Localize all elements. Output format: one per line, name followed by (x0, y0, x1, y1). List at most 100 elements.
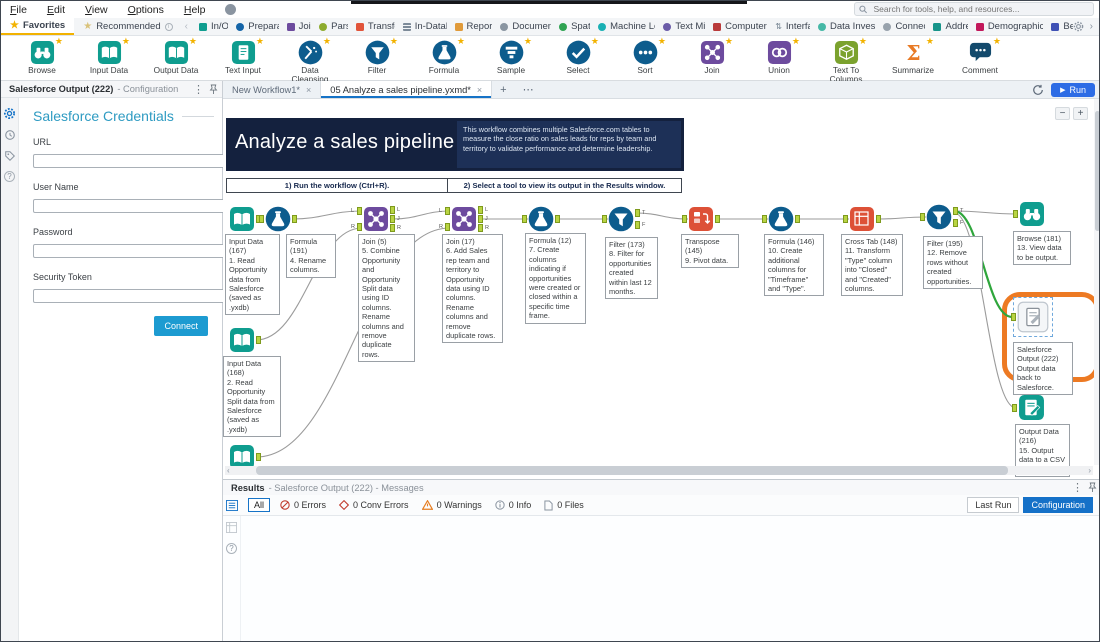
ribbon-scroll-right-icon[interactable]: › (1089, 21, 1093, 32)
output-anchor[interactable] (478, 205, 483, 214)
filter-0-files[interactable]: 0 Files (544, 500, 584, 511)
ribbon-category-address[interactable]: Address (925, 18, 968, 35)
palette-tool-summarize[interactable]: ★ Σ Summarize (886, 36, 940, 80)
ribbon-scroll-left-icon[interactable]: ‹ (184, 21, 188, 32)
connect-button[interactable]: Connect (154, 316, 208, 336)
workflow-canvas[interactable]: Analyze a sales pipeline This workflow c… (223, 99, 1099, 479)
ribbon-tab-favorites[interactable]: ★ Favorites (1, 18, 75, 35)
palette-tool-select[interactable]: ★ Select (551, 36, 605, 80)
palette-tool-union[interactable]: ★ Union (752, 36, 806, 80)
input-anchor[interactable] (920, 213, 925, 221)
workflow-tab-new-workflow1[interactable]: New Workflow1* × (223, 81, 320, 98)
ribbon-category-in-database[interactable]: In-Database (395, 18, 447, 35)
security-token-field[interactable] (33, 289, 229, 303)
config-help-icon[interactable]: ? (4, 171, 15, 182)
tab-overflow-button[interactable]: ⋯ (522, 84, 534, 96)
input-anchor[interactable] (762, 215, 767, 223)
menu-circle-icon[interactable] (225, 4, 237, 15)
zoom-in-button[interactable]: + (1073, 107, 1088, 120)
ribbon-category-connectors[interactable]: Connectors (875, 18, 925, 35)
ribbon-category-preparation[interactable]: Preparation (228, 18, 279, 35)
node-transpose-145[interactable] (688, 206, 714, 232)
results-grid-icon[interactable] (226, 522, 237, 533)
menu-item-file[interactable]: File (10, 3, 27, 16)
output-anchor[interactable] (256, 336, 261, 344)
config-tag-icon[interactable] (4, 150, 16, 162)
output-anchor[interactable] (953, 218, 958, 227)
ribbon-category-machine-learning[interactable]: Machine Learning (590, 18, 655, 35)
new-workflow-tab-button[interactable]: + (500, 83, 507, 96)
schedule-workflow-icon[interactable] (1032, 84, 1044, 96)
input-anchor[interactable] (602, 215, 607, 223)
ribbon-category-demographic-analysis[interactable]: Demographic Analysis (968, 18, 1043, 35)
node-formula-191[interactable] (265, 206, 291, 232)
results-pin-icon[interactable] (1088, 482, 1097, 493)
config-pin-icon[interactable] (209, 84, 218, 95)
ribbon-category-be[interactable]: Be (1043, 18, 1073, 35)
palette-tool-browse[interactable]: ★ Browse (15, 36, 69, 80)
ribbon-category-text-mining[interactable]: Text Mining (655, 18, 705, 35)
node-join-5[interactable] (363, 206, 389, 232)
palette-tool-text-input[interactable]: ★ Text Input (216, 36, 270, 80)
ribbon-category-interface[interactable]: ⇅Interface (767, 18, 810, 35)
output-anchor[interactable] (635, 220, 640, 229)
scroll-left-arrow-icon[interactable]: ‹ (227, 466, 230, 475)
ribbon-category-reporting[interactable]: Reporting (447, 18, 492, 35)
ribbon-settings-gear-icon[interactable] (1073, 21, 1084, 32)
input-anchor[interactable] (357, 223, 362, 232)
output-anchor[interactable] (795, 215, 800, 223)
filter-0-info[interactable]: 0 Info (495, 500, 531, 511)
output-anchor[interactable] (478, 215, 483, 223)
input-anchor[interactable] (445, 223, 450, 232)
node-join-17[interactable] (451, 206, 477, 232)
ribbon-tab-recommended[interactable]: ★ Recommended i (74, 18, 181, 35)
password-field[interactable] (33, 244, 229, 258)
node-input-bottom[interactable] (229, 444, 255, 470)
vertical-scroll-thumb[interactable] (1095, 111, 1099, 231)
input-anchor[interactable] (1012, 403, 1017, 412)
scroll-right-arrow-icon[interactable]: › (1088, 466, 1091, 475)
filter-0-errors[interactable]: 0 Errors (280, 500, 326, 511)
output-anchor[interactable] (555, 215, 560, 223)
input-anchor[interactable] (357, 206, 362, 215)
node-salesforce-output-222[interactable] (1013, 297, 1053, 337)
config-gear-icon[interactable] (3, 107, 16, 120)
canvas-horizontal-scrollbar[interactable]: ‹ › (225, 466, 1093, 475)
output-anchor[interactable] (390, 205, 395, 214)
node-filter-195[interactable] (926, 204, 952, 230)
ribbon-category-spatial[interactable]: Spatial (551, 18, 590, 35)
horizontal-scroll-thumb[interactable] (256, 466, 1008, 475)
palette-tool-formula[interactable]: ★ Formula (417, 36, 471, 80)
output-anchor[interactable] (390, 215, 395, 223)
palette-tool-sample[interactable]: ★ Sample (484, 36, 538, 80)
output-anchor[interactable] (478, 224, 483, 233)
menu-item-options[interactable]: Options (127, 3, 164, 16)
results-help-icon[interactable]: ? (226, 543, 237, 554)
output-anchor[interactable] (635, 209, 640, 218)
palette-tool-comment[interactable]: ★ Comment (953, 36, 1007, 80)
node-output-216[interactable] (1018, 394, 1045, 421)
input-anchor[interactable] (682, 215, 687, 223)
close-tab-icon[interactable]: × (306, 84, 312, 95)
config-history-icon[interactable] (4, 129, 16, 141)
results-menu-icon[interactable]: ⋮ (1072, 482, 1083, 494)
node-formula-146[interactable] (768, 206, 794, 232)
ribbon-category-transform[interactable]: Transform (348, 18, 395, 35)
close-tab-icon[interactable]: × (476, 84, 483, 95)
config-menu-icon[interactable]: ⋮ (193, 83, 204, 96)
message-list-icon[interactable] (226, 499, 238, 511)
palette-tool-join[interactable]: ★ Join (685, 36, 739, 80)
workflow-tab-05-analyze-a-sales-pipeline-yxmd[interactable]: 05 Analyze a sales pipeline.yxmd* × (320, 81, 493, 98)
node-browse-181[interactable] (1019, 201, 1045, 227)
input-anchor[interactable] (445, 206, 450, 215)
output-anchor[interactable] (256, 453, 261, 461)
output-anchor[interactable] (390, 224, 395, 233)
run-button[interactable]: ▶Run (1051, 82, 1095, 97)
ribbon-category-documentation[interactable]: Documentation (492, 18, 551, 35)
palette-tool-input-data[interactable]: ★ Input Data (82, 36, 136, 80)
ribbon-category-join[interactable]: Join (279, 18, 311, 35)
menu-item-edit[interactable]: Edit (46, 3, 66, 16)
palette-tool-text-to-columns[interactable]: ★ Text To Columns (819, 36, 873, 84)
canvas-vertical-scrollbar[interactable] (1094, 99, 1099, 465)
input-anchor[interactable] (522, 215, 527, 223)
